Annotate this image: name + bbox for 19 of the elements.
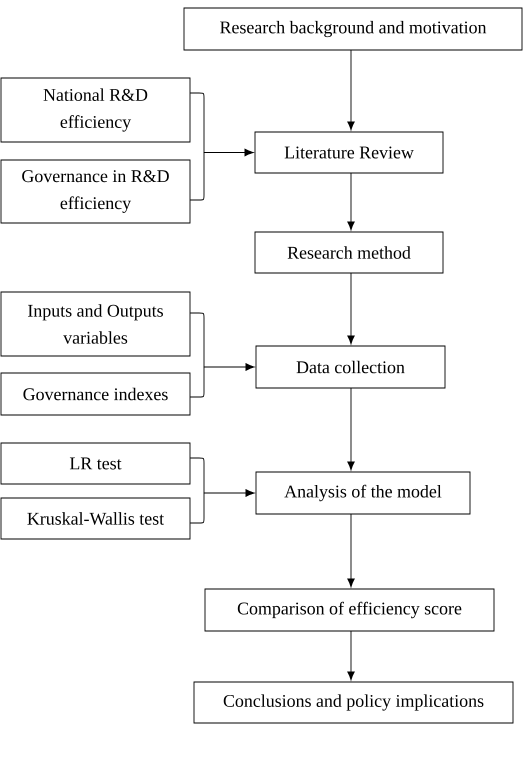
arrow <box>347 388 355 470</box>
arrow <box>347 631 355 680</box>
arrow <box>347 514 355 588</box>
process-box: Data collection <box>256 346 446 388</box>
topic-box: Governance in R&D efficiency <box>0 160 190 224</box>
topic-box: Governance indexes <box>0 372 190 416</box>
topic-box: Kruskal-Wallis test <box>0 498 190 540</box>
process-box: Research background and motivation <box>184 8 522 50</box>
arrow <box>347 273 355 344</box>
process-box: Research method <box>254 232 444 274</box>
process-box: Comparison of efficiency score <box>204 588 494 632</box>
arrow <box>347 173 355 230</box>
process-box: Analysis of the model <box>256 472 470 514</box>
topic-box: Inputs and Outputs variables <box>0 292 190 356</box>
process-box: Conclusions and policy implications <box>194 682 514 724</box>
process-box: Literature Review <box>254 132 444 174</box>
topic-box: National R&D efficiency <box>0 78 190 142</box>
arrow <box>347 50 355 130</box>
topic-box: LR test <box>0 442 190 484</box>
